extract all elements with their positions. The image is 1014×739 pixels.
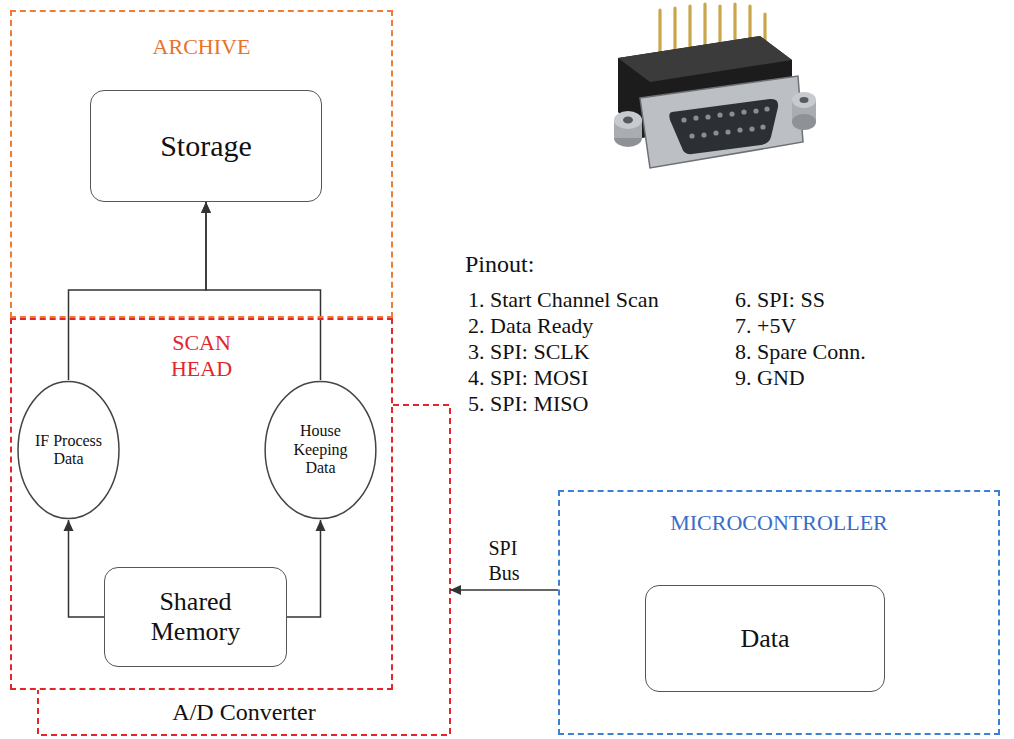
pin-name: 1. Start Channel Scan (468, 287, 659, 313)
region-title: SCAN HEAD (171, 330, 232, 383)
bus-label: SPI Bus (486, 536, 521, 586)
pin-name: 4. SPI: MOSI (468, 365, 588, 391)
connector (64, 520, 105, 617)
connector (450, 585, 558, 595)
microcontroller-region: MICROCONTROLLER Data (558, 490, 1000, 735)
region-title: ARCHIVE (153, 34, 251, 60)
region-title: MICROCONTROLLER (670, 510, 888, 536)
connector-line (450, 589, 558, 591)
region-title: A/D Converter (172, 698, 315, 727)
connector (287, 520, 326, 617)
archive-region: ARCHIVE Storage (10, 10, 393, 318)
arrow-head (201, 202, 211, 213)
memory-box: Shared Memory (104, 567, 287, 667)
dsub-connector-picture (614, 4, 816, 168)
adc-region: A/D Converter (38, 405, 450, 735)
pin-name: 3. SPI: SCLK (468, 339, 590, 365)
pin-name: 9. GND (735, 365, 805, 391)
pin-name: 2. Data Ready (468, 313, 593, 339)
storage-box: Storage (90, 90, 322, 202)
connector-line (69, 520, 105, 617)
pin-name: 5. SPI: MISO (468, 391, 588, 417)
scan-head-region: SCAN HEAD IF Process Data House Keeping Da… (10, 318, 393, 690)
node-label: Storage (160, 129, 252, 164)
pin-name: 8. Spare Conn. (735, 339, 866, 365)
arrow-head (450, 585, 461, 595)
node-label: Shared Memory (136, 587, 256, 647)
arrow-head (201, 202, 211, 213)
arrow-head (316, 520, 326, 531)
pin-name: 7. +5V (735, 313, 796, 339)
data-circle: IF Process Data (17, 380, 120, 520)
connector-line (287, 520, 321, 617)
node-label: IF Process Data (33, 432, 105, 469)
node-label: Data (740, 624, 789, 654)
data-box: Data (645, 585, 885, 692)
arrow-head (64, 520, 74, 531)
data-circle: House Keeping Data (264, 380, 377, 520)
pin-name: 6. SPI: SS (735, 287, 825, 313)
pinout-heading: Pinout: (465, 250, 534, 278)
node-label: House Keeping Data (285, 422, 357, 477)
